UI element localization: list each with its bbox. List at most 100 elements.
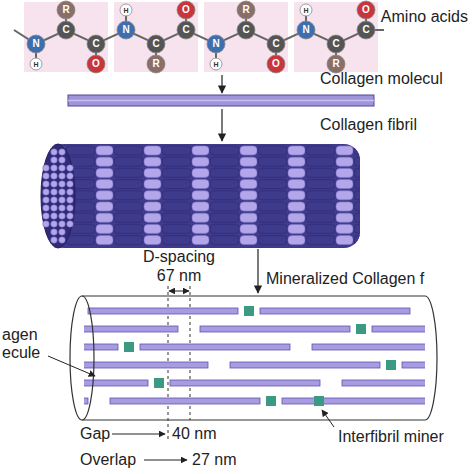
atom-circle: [87, 35, 105, 53]
fibril-light-band: [336, 224, 353, 233]
fibril-dark-band: [114, 236, 143, 245]
mineral-molecule: [84, 362, 208, 368]
fibril-light-band: [144, 180, 161, 189]
mineral-molecule: [88, 308, 238, 314]
fibril-light-band: [288, 180, 305, 189]
atom-symbol: O: [272, 59, 280, 69]
fibril-end-rod: [59, 229, 66, 236]
fibril-end-rod: [43, 221, 50, 228]
fibril-light-band: [240, 213, 257, 222]
fibril-end-rod: [67, 221, 74, 228]
fibril-light-band: [336, 168, 353, 177]
fibril-end-rod: [67, 165, 74, 172]
fibril-end-rod: [67, 197, 74, 204]
fibril-light-band: [336, 146, 353, 155]
stage-arrow: [257, 249, 258, 293]
part-name: agen: [2, 326, 38, 344]
dimension-label: Overlap: [80, 451, 136, 469]
fibril-light-band: [336, 213, 353, 222]
part-name: Interfibril miner: [338, 428, 444, 446]
residue-box: [24, 2, 108, 72]
fibril-dark-band: [354, 168, 360, 177]
fibril-light-band: [288, 146, 305, 155]
fibril-dark-band: [306, 168, 335, 177]
stage-label: Collagen molecul: [320, 70, 443, 88]
fibril-rods: [48, 146, 360, 245]
fibril-light-band: [192, 180, 209, 189]
fibril-stage: Collagen fibril: [40, 142, 362, 248]
fibril-dark-band: [66, 236, 95, 245]
fibril-light-band: [96, 146, 113, 155]
fibril-dark-band: [258, 191, 287, 200]
atom-symbol: C: [152, 39, 159, 49]
fibril-light-band: [96, 213, 113, 222]
fibril-light-band: [144, 202, 161, 211]
fibril-dark-band: [114, 224, 143, 233]
fibril-light-band: [192, 157, 209, 166]
molecule-bar: [68, 95, 374, 106]
atom-circle: [57, 1, 75, 19]
fibril-dark-band: [306, 157, 335, 166]
fibril-dark-band: [162, 146, 191, 155]
mineral-molecule: [140, 344, 290, 350]
fibril-light-band: [288, 191, 305, 200]
mineral-molecule: [282, 398, 425, 404]
fibril-end-rod: [51, 165, 58, 172]
fibril-light-band: [144, 168, 161, 177]
mineral-molecule: [372, 326, 425, 332]
residue-box: [204, 2, 288, 72]
stage-arrow: [221, 75, 222, 93]
fibril-dark-band: [162, 180, 191, 189]
fibril-end-rod: [43, 197, 50, 204]
fibril-end-rod: [51, 181, 58, 188]
atom-circle: [30, 58, 42, 70]
fibril-dark-band: [114, 191, 143, 200]
atom-symbol: R: [62, 5, 69, 15]
atom-symbol: C: [272, 39, 279, 49]
fibril-dark-band: [258, 157, 287, 166]
fibril-end-rod: [51, 213, 58, 220]
fibril-dark-band: [354, 146, 360, 155]
atom-symbol: O: [362, 5, 370, 15]
fibril-light-band: [144, 146, 161, 155]
dimension-label: D-spacing: [143, 248, 215, 266]
dimension-value: 27 nm: [192, 451, 236, 469]
fibril-end-rods: [43, 149, 74, 244]
atom-symbol: C: [332, 39, 339, 49]
atom-circle: [207, 35, 225, 53]
fibril-dark-band: [354, 202, 360, 211]
mineral-crystal: [314, 396, 324, 406]
dimension-value: 67 nm: [157, 267, 201, 285]
fibril-dark-band: [210, 180, 239, 189]
d-spacing-arrow: [169, 291, 189, 292]
mineral-molecule: [230, 362, 380, 368]
atom-circle: [177, 21, 195, 39]
fibril-light-band: [192, 236, 209, 245]
atom-symbol: R: [242, 5, 249, 15]
atom-symbol: C: [182, 25, 189, 35]
fibril-light-band: [192, 202, 209, 211]
fibril-light-band: [288, 157, 305, 166]
fibril-light-band: [336, 236, 353, 245]
fibril-light-band: [192, 146, 209, 155]
fibril-light-band: [240, 168, 257, 177]
mineral-leader: [322, 410, 334, 427]
mineral-crystal: [356, 324, 366, 334]
fibril-end-rod: [51, 173, 58, 180]
fibril-end-rod: [59, 173, 66, 180]
stage-label: Amino acids: [381, 8, 468, 26]
fibril-dark-band: [210, 224, 239, 233]
atom-symbol: C: [362, 25, 369, 35]
dimension-label: Gap: [80, 425, 110, 443]
fibril-end-rod: [51, 157, 58, 164]
mineral-cylinder-end: [70, 296, 94, 420]
fibril-dark-band: [162, 202, 191, 211]
fibril-dark-band: [306, 191, 335, 200]
fibril-dark-band: [114, 180, 143, 189]
fibril-dark-band: [306, 236, 335, 245]
fibril-dark-band: [210, 168, 239, 177]
atom-symbol: H: [33, 61, 38, 68]
atom-circle: [267, 35, 285, 53]
atom-circle: [357, 21, 375, 39]
fibril-end-rod: [43, 189, 50, 196]
